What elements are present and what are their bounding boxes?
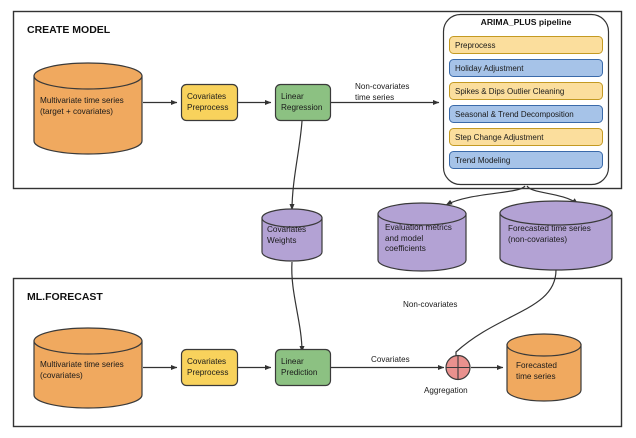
pipeline-step-label-step-change-adjustment[interactable]: Step Change Adjustment <box>455 133 544 142</box>
aggregation-node-label: Aggregation <box>424 386 468 395</box>
pipeline-step-1 <box>449 59 603 77</box>
edge-label-covariates: Covariates <box>371 355 410 364</box>
linear-prediction-box <box>274 348 332 387</box>
edge-regression-to-covariates-weights <box>289 120 303 211</box>
edge-label-non-covariates: Non-covariates <box>403 300 458 309</box>
pipeline-step-0 <box>449 36 603 54</box>
covariates-preprocess-box-create <box>180 83 239 122</box>
linear-regression-box <box>274 83 332 122</box>
pipeline-step-3 <box>449 105 603 123</box>
output-cylinder-forecasted <box>506 333 582 402</box>
pipeline-step-2 <box>449 82 603 100</box>
section-title-ml-forecast: ML.FORECAST <box>27 291 103 303</box>
arima-plus-pipeline-title: ARIMA_PLUS pipeline <box>480 17 572 27</box>
artifact-cylinder-forecasted-noncovariates <box>499 200 613 271</box>
artifact-cylinder-evaluation-metrics <box>377 202 467 272</box>
edge-covariates-weights-to-prediction <box>291 261 305 353</box>
edge-label-non-covariates-time-series: Non-covariates time series <box>355 82 410 102</box>
edge-pipeline-to-evaluation-metrics <box>445 185 526 206</box>
create-model-frame <box>12 10 623 190</box>
pipeline-step-4 <box>449 128 603 146</box>
pipeline-step-label-seasonal-trend-decomposition[interactable]: Seasonal & Trend Decomposition <box>455 110 574 119</box>
aggregation-node-icon <box>445 354 471 381</box>
section-title-create-model: CREATE MODEL <box>27 24 111 36</box>
source-cylinder-ml-forecast <box>33 327 143 409</box>
pipeline-step-label-preprocess[interactable]: Preprocess <box>455 41 496 50</box>
artifact-cylinder-covariates-weights <box>261 208 323 262</box>
ml-forecast-frame <box>12 277 623 428</box>
pipeline-step-label-trend-modeling[interactable]: Trend Modeling <box>455 156 511 165</box>
pipeline-step-label-holiday-adjustment[interactable]: Holiday Adjustment <box>455 64 524 73</box>
pipeline-step-label-spikes-dips-outlier-cleaning[interactable]: Spikes & Dips Outlier Cleaning <box>455 87 565 96</box>
pipeline-step-5 <box>449 151 603 169</box>
edge-forecasted-noncov-to-aggregation <box>453 269 557 364</box>
covariates-preprocess-box-forecast <box>180 348 239 387</box>
source-cylinder-create-model <box>33 62 143 155</box>
